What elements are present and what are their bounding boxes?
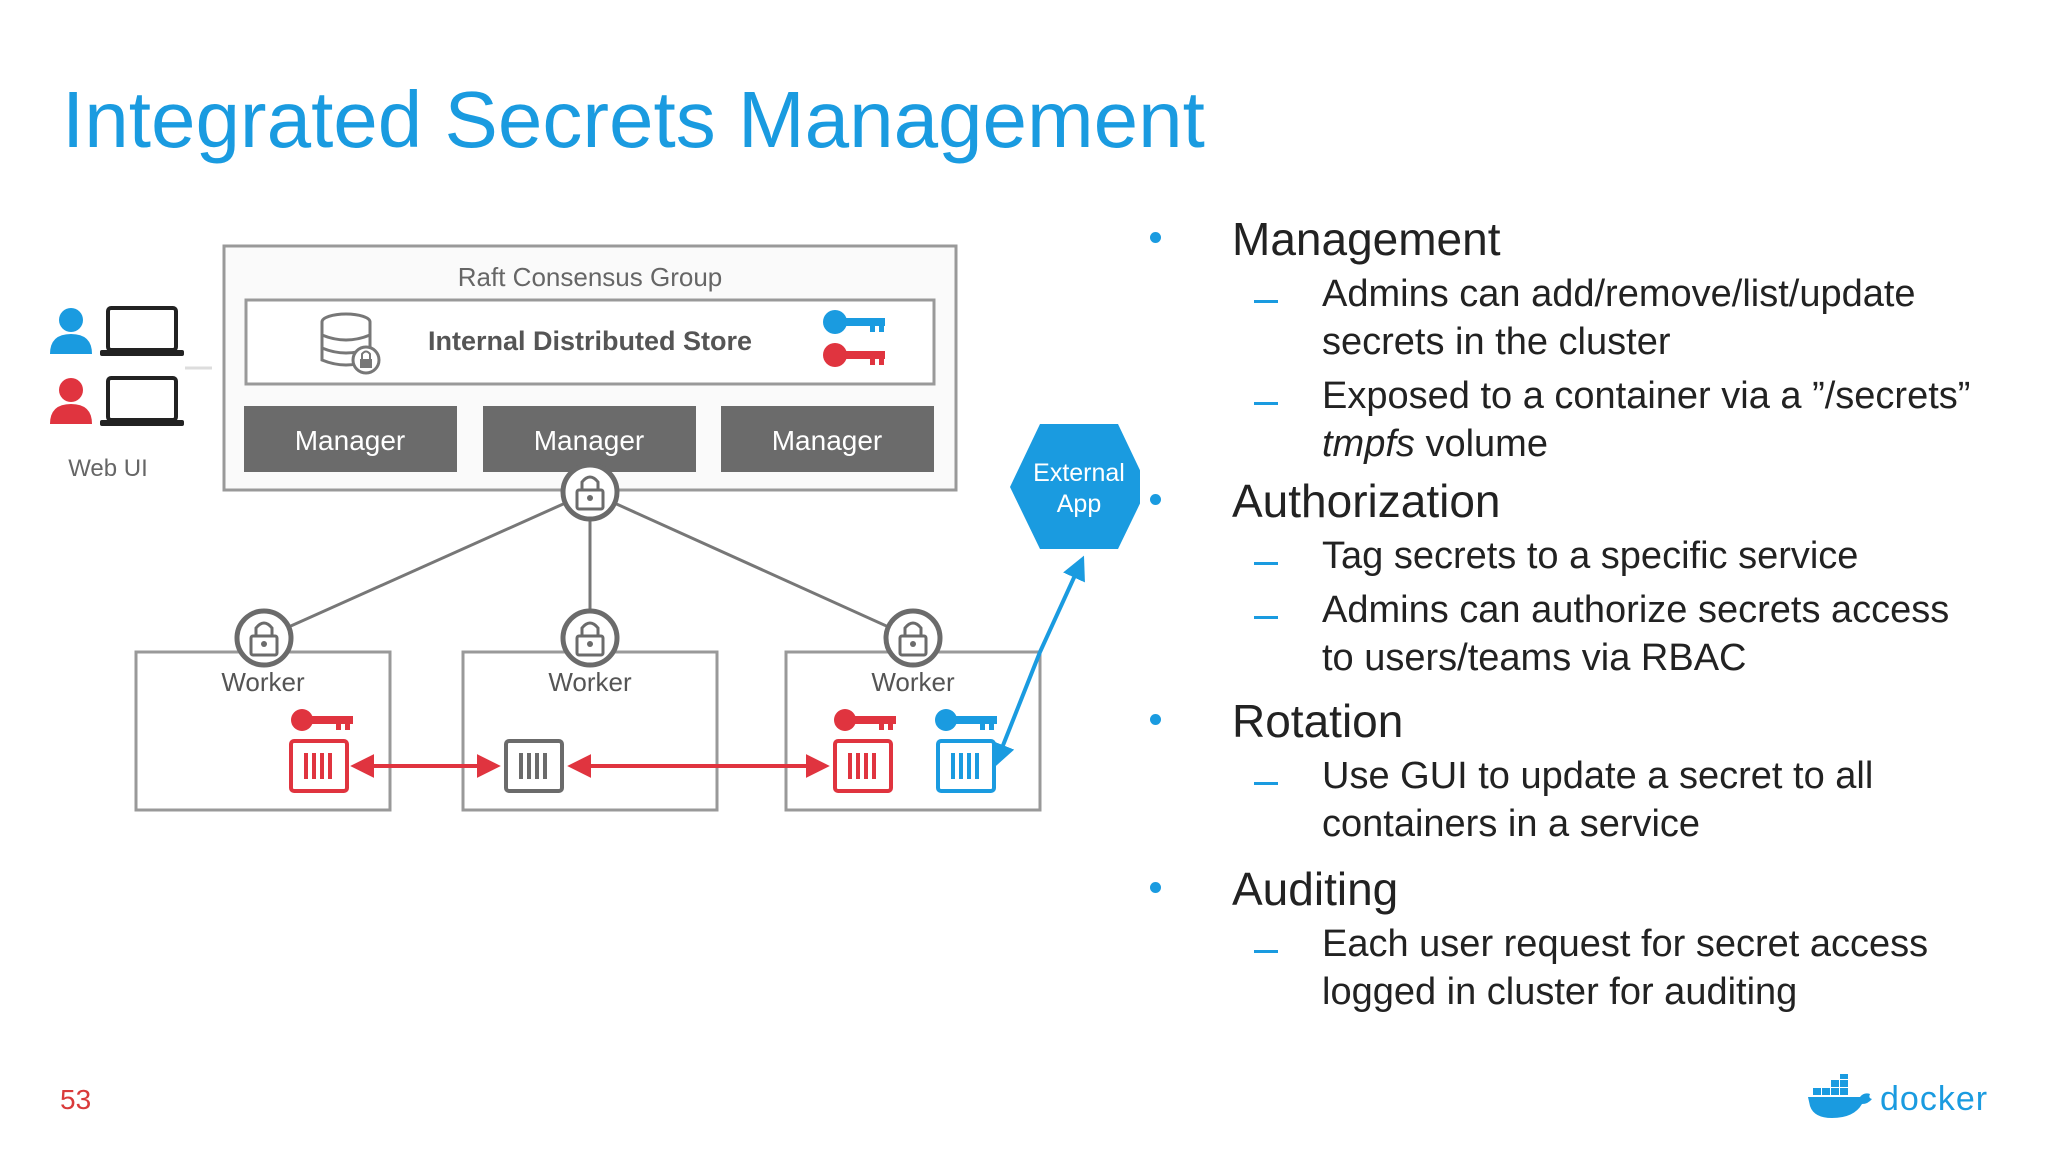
bullet-dot [1150,714,1161,725]
lock-icon [234,608,294,668]
sub-bullet-text: logged in cluster for auditing [1322,971,1798,1013]
bullet-list: Management Admins can add/remove/list/up… [1150,212,2030,1016]
key-icon-red [291,709,353,731]
sub-bullet-text: Exposed to a container via a ”/secrets” [1322,375,1971,417]
key-icon-blue [935,709,997,731]
sub-bullet-text: to users/teams via RBAC [1322,637,1747,679]
bullet-dot [1150,232,1161,243]
worker-node [784,650,1042,812]
dash-marker [1254,950,1278,953]
container-icon-blue [936,739,996,793]
bullet-heading: Auditing [1232,863,1399,915]
lock-icon [560,462,620,522]
sub-bullet-text: Admins can add/remove/list/update [1322,273,1916,315]
dash-marker [1254,402,1278,405]
sub-bullet-text-line2: tmpfs volume [1322,420,2030,468]
worker-label: Worker [548,667,632,697]
bullet-heading: Management [1232,213,1501,265]
dash-marker [1254,616,1278,619]
sub-bullet-text: Admins can authorize secrets access [1322,589,1950,631]
external-app-label-line2: App [1057,490,1101,518]
italic-term: tmpfs [1322,423,1415,465]
web-ui-label: Web UI [68,455,148,482]
sub-bullet-item: Admins can add/remove/list/update secret… [1150,270,2030,366]
manager-node: Manager [721,406,934,472]
sub-bullet-item: Admins can authorize secrets access to u… [1150,586,2030,682]
bullet-item: Rotation [1150,694,2030,754]
sub-bullet-text-rest: volume [1414,423,1548,465]
slide-title: Integrated Secrets Management [62,75,1205,164]
bullet-item: Management [1150,212,2030,272]
distributed-store-label: Internal Distributed Store [428,326,752,356]
bullet-dot [1150,882,1161,893]
architecture-diagram: Web UI Raft Consensus Group Internal Dis… [50,244,1140,812]
dash-marker [1254,300,1278,303]
page-number: 53 [60,1084,92,1115]
sub-bullet-item: Tag secrets to a specific service [1150,532,2030,580]
manager-node: Manager [483,406,696,472]
external-app-label-line1: External [1033,459,1125,487]
external-app-hexagon: External App [1010,424,1140,549]
bullet-item: Auditing [1150,862,2030,922]
user-icon-blue [50,308,92,354]
sub-bullet-text: containers in a service [1322,803,1701,845]
sub-bullet-text: Tag secrets to a specific service [1322,535,1859,577]
manager-node: Manager [244,406,457,472]
sub-bullet-text: secrets in the cluster [1322,321,1671,363]
sub-bullet-item: Exposed to a container via a ”/secrets” … [1150,372,2030,468]
manager-label: Manager [534,425,645,456]
sub-bullet-text: Use GUI to update a secret to all [1322,755,1874,797]
bullet-heading: Authorization [1232,475,1501,527]
docker-logo-text: docker [1880,1080,1989,1118]
laptop-icon [100,306,184,356]
sub-bullet-item: Use GUI to update a secret to all contai… [1150,752,2030,848]
key-icon-red [823,343,885,367]
bullet-heading: Rotation [1232,695,1404,747]
sub-bullet-item: Each user request for secret access logg… [1150,920,2030,1016]
worker-label: Worker [221,667,305,697]
container-icon-red [833,739,893,793]
laptop-icon [100,376,184,426]
lock-icon [883,608,943,668]
container-icon-red [289,739,349,793]
database-lock-icon [320,312,381,375]
user-icon-red [50,378,92,424]
bullet-dot [1150,494,1161,505]
lock-icon [560,608,620,668]
worker-label: Worker [871,667,955,697]
web-ui-users: Web UI [50,306,212,482]
docker-whale-icon [1808,1074,1872,1118]
sub-bullet-text: Each user request for secret access [1322,923,1929,965]
dash-marker [1254,782,1278,785]
key-icon-red [834,709,896,731]
container-icon-gray [504,739,564,793]
manager-label: Manager [295,425,406,456]
key-icon-blue [823,310,885,334]
manager-label: Manager [772,425,883,456]
external-app-arrow [991,651,1042,768]
raft-group-label: Raft Consensus Group [458,262,722,292]
dash-marker [1254,562,1278,565]
bullet-item: Authorization [1150,474,2030,534]
external-app-arrow [1038,555,1085,653]
